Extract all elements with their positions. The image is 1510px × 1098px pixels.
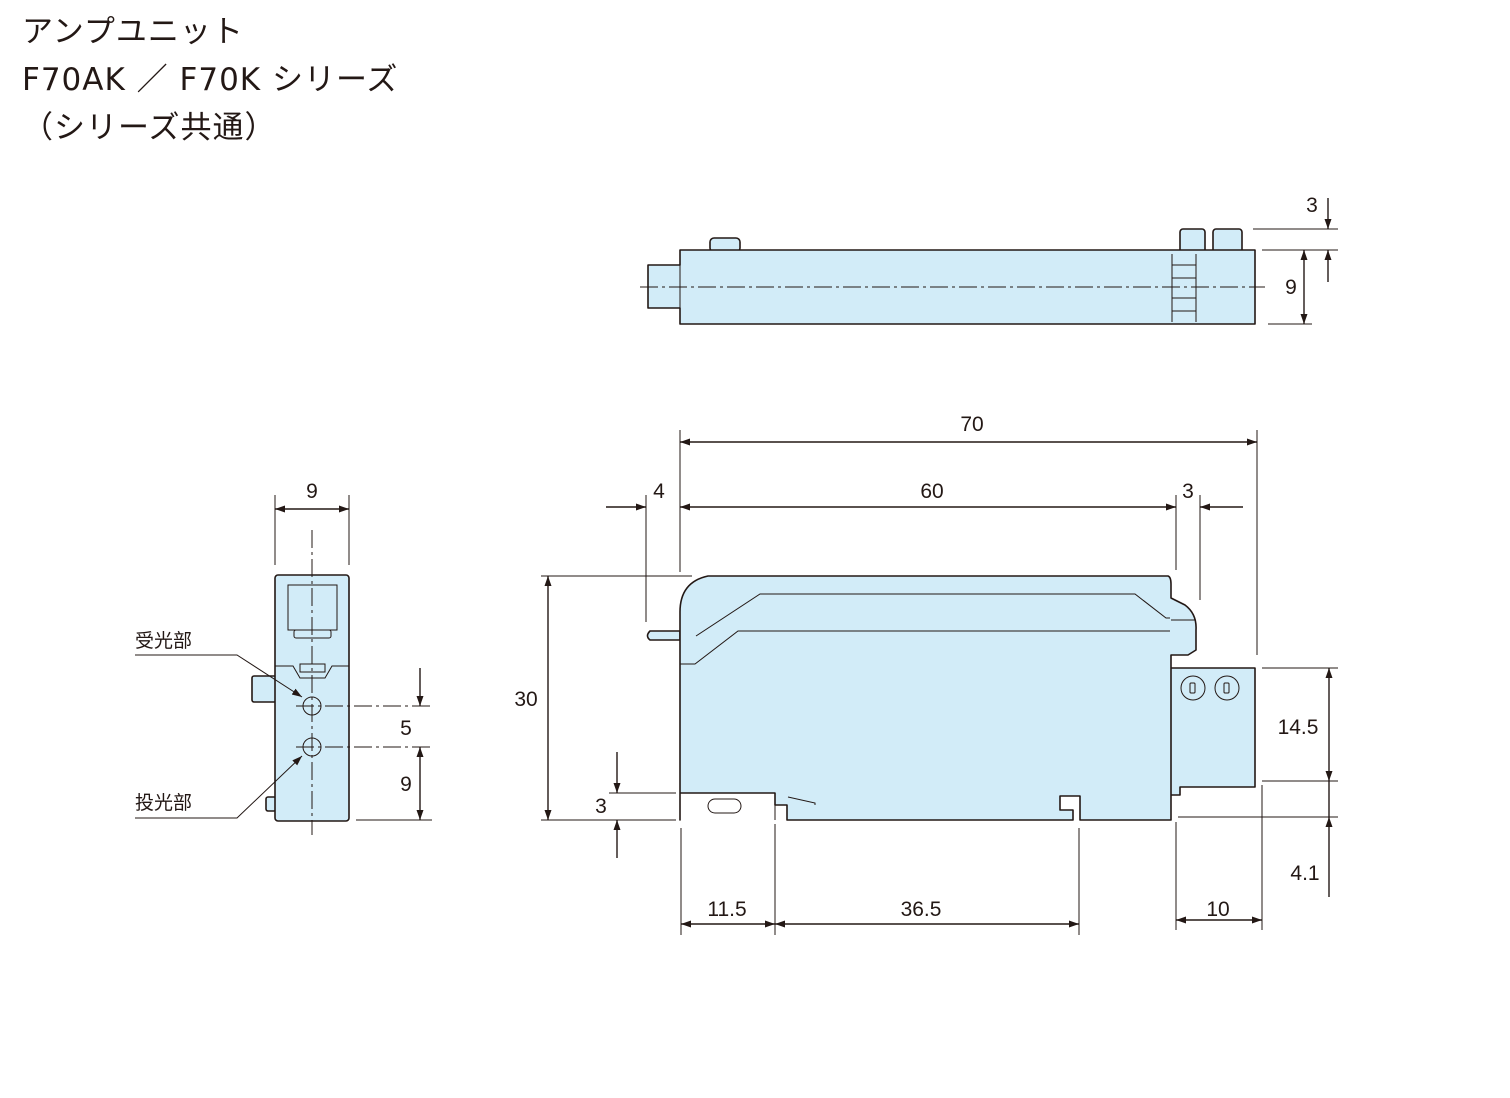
front-dim-4-1: 4.1 bbox=[1290, 862, 1319, 885]
title-line-2: F70AK ／ F70K シリーズ bbox=[22, 62, 399, 98]
top-dim-3: 3 bbox=[1306, 194, 1318, 217]
front-view-connector-block bbox=[1169, 667, 1256, 796]
top-view: 3 9 bbox=[640, 194, 1338, 325]
side-dim-5: 5 bbox=[400, 717, 412, 740]
front-view: 70 4 60 3 30 3 14.5 4.1 bbox=[514, 413, 1338, 935]
top-view-body bbox=[647, 249, 1256, 325]
front-dim-36-5: 36.5 bbox=[901, 898, 942, 921]
page-title: アンプユニット F70AK ／ F70K シリーズ （シリーズ共通） bbox=[22, 8, 398, 152]
front-dim-30: 30 bbox=[514, 688, 537, 711]
front-dim-60: 60 bbox=[920, 480, 943, 503]
front-dim-70: 70 bbox=[960, 413, 983, 436]
front-dim-4: 4 bbox=[653, 480, 665, 503]
front-dim-3-base: 3 bbox=[595, 795, 607, 818]
leader-receiver bbox=[135, 654, 303, 698]
label-emitter: 投光部 bbox=[135, 792, 192, 814]
connector-port-1 bbox=[1180, 675, 1206, 701]
connector-port-2 bbox=[1214, 675, 1240, 701]
top-dim-9: 9 bbox=[1285, 276, 1297, 299]
label-receiver: 受光部 bbox=[135, 630, 192, 652]
front-dim-14-5: 14.5 bbox=[1278, 716, 1319, 739]
title-line-3: （シリーズ共通） bbox=[22, 110, 277, 146]
leader-emitter bbox=[135, 755, 303, 819]
front-dim-10: 10 bbox=[1206, 898, 1229, 921]
side-view: 9 受光部 投光部 5 9 bbox=[135, 480, 432, 835]
title-line-1: アンプユニット bbox=[22, 14, 244, 50]
front-view-slot bbox=[707, 798, 742, 814]
front-view-body bbox=[679, 575, 1197, 821]
front-dim-3-right: 3 bbox=[1182, 480, 1194, 503]
side-dim-9-bottom: 9 bbox=[400, 773, 412, 796]
front-view-lever bbox=[646, 630, 681, 641]
side-view-clip bbox=[251, 675, 277, 703]
front-dim-11-5: 11.5 bbox=[707, 898, 746, 921]
side-dim-9-top: 9 bbox=[306, 480, 318, 503]
